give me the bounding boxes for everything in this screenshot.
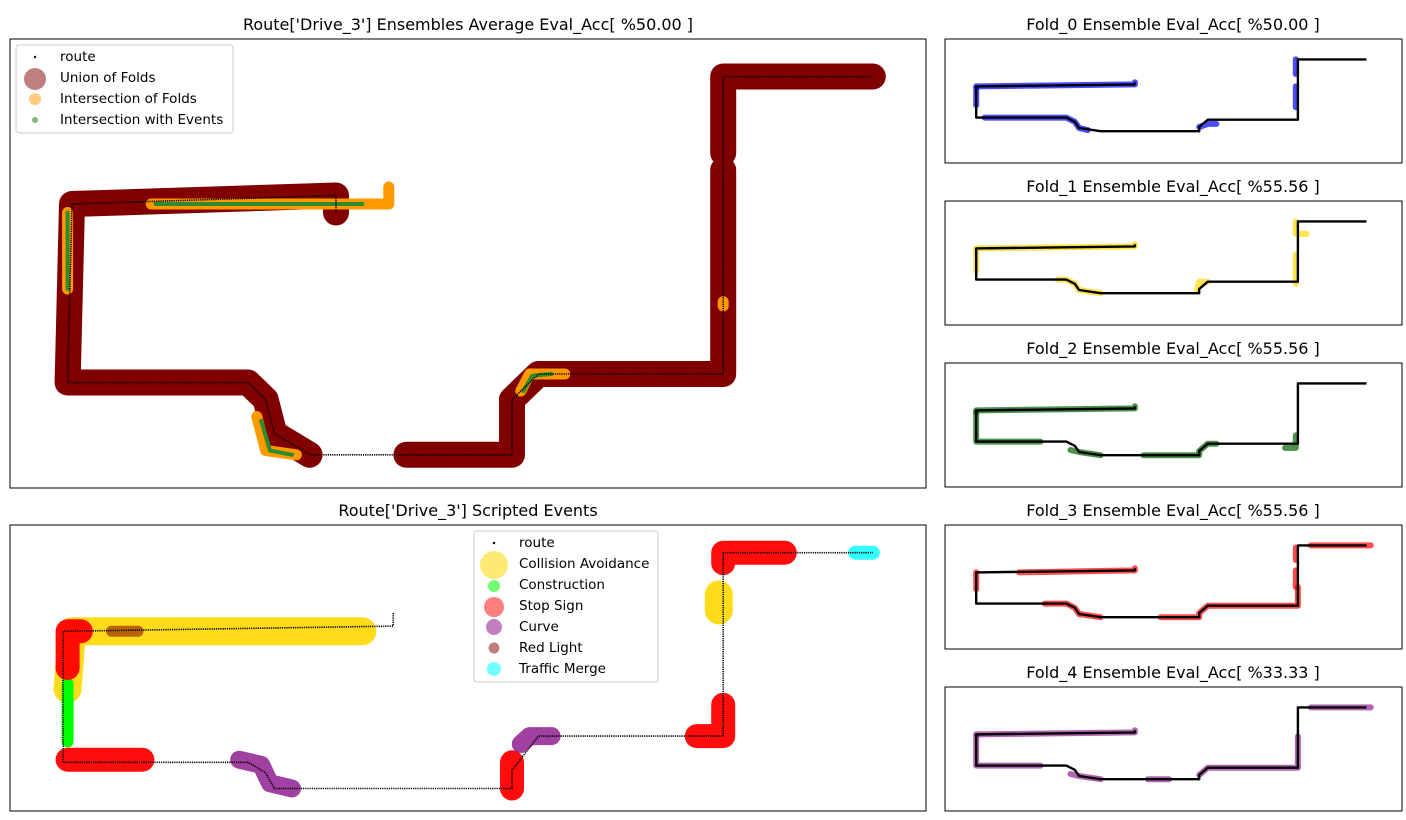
legend-marker-red-light xyxy=(488,642,500,654)
legend-label-red-light: Red Light xyxy=(519,640,583,656)
legend-marker-events xyxy=(32,117,38,123)
axes-frame xyxy=(944,362,1403,488)
chart-title: Fold_1 Ensemble Eval_Acc[ %55.56 ] xyxy=(1026,177,1320,197)
axes-frame xyxy=(9,38,927,489)
plot-area xyxy=(54,63,886,468)
legend-marker-route xyxy=(492,541,496,545)
legend-marker-curve xyxy=(486,619,502,635)
series-path xyxy=(521,372,554,393)
plot-area xyxy=(973,382,1367,459)
main-ensemble-panel: Route['Drive_3'] Ensembles Average Eval_… xyxy=(9,15,927,489)
series-path xyxy=(684,692,736,749)
fold-2-panel: Fold_2 Ensemble Eval_Acc[ %55.56 ] xyxy=(944,339,1403,488)
series-path xyxy=(973,409,1044,445)
legend-marker-construction xyxy=(488,580,500,592)
legend-marker-traffic-merge xyxy=(487,662,501,676)
plot-area xyxy=(973,704,1374,783)
route-line xyxy=(62,551,873,790)
route-line xyxy=(975,220,1367,295)
axes-frame xyxy=(944,524,1403,650)
series-path xyxy=(1292,218,1310,237)
chart-title: Route['Drive_3'] Scripted Events xyxy=(338,501,597,521)
plot-area xyxy=(973,218,1367,297)
legend-label-union: Union of Folds xyxy=(60,70,156,86)
legend-label-route: route xyxy=(60,49,96,65)
series-path xyxy=(511,727,561,753)
legend-label-collision: Collision Avoidance xyxy=(519,556,649,572)
series-path xyxy=(393,157,737,468)
axes-frame xyxy=(9,524,927,812)
series-path xyxy=(710,63,886,166)
series-path xyxy=(259,418,294,457)
series-path xyxy=(55,619,93,680)
axes-frame xyxy=(944,200,1403,326)
chart-title: Fold_4 Ensemble Eval_Acc[ %33.33 ] xyxy=(1026,663,1320,683)
legend: route Union of Folds Intersection of Fol… xyxy=(15,44,234,134)
legend: route Collision Avoidance Construction S… xyxy=(473,530,659,683)
series-path xyxy=(54,182,349,468)
scripted-events-panel: Route['Drive_3'] Scripted Events route C… xyxy=(9,501,927,812)
legend-marker-collision xyxy=(480,551,508,579)
axes-frame xyxy=(944,38,1403,164)
legend-label-traffic-merge: Traffic Merge xyxy=(518,661,606,677)
fold-1-panel: Fold_1 Ensemble Eval_Acc[ %55.56 ] xyxy=(944,177,1403,326)
legend-marker-stop-sign xyxy=(484,597,504,617)
legend-frame xyxy=(473,530,659,683)
fold-0-panel: Fold_0 Ensemble Eval_Acc[ %50.00 ] xyxy=(944,15,1403,164)
chart-title: Fold_3 Ensemble Eval_Acc[ %55.56 ] xyxy=(1026,501,1320,521)
route-line xyxy=(975,382,1367,457)
series-path xyxy=(711,540,797,576)
series-path xyxy=(1282,432,1299,451)
series-path xyxy=(1157,584,1301,621)
route-line xyxy=(975,58,1367,133)
series-path xyxy=(1194,278,1211,293)
legend-label-stop-sign: Stop Sign xyxy=(519,598,583,614)
chart-title: Fold_0 Ensemble Eval_Acc[ %50.00 ] xyxy=(1026,15,1320,35)
legend-marker-route xyxy=(33,55,37,59)
fold-4-panel: Fold_4 Ensemble Eval_Acc[ %33.33 ] xyxy=(944,663,1403,812)
fold-3-panel: Fold_3 Ensemble Eval_Acc[ %55.56 ] xyxy=(944,501,1403,650)
route-line xyxy=(975,544,1367,619)
legend-label-curve: Curve xyxy=(519,619,559,635)
route-line xyxy=(66,75,873,456)
legend-label-intersection: Intersection of Folds xyxy=(60,91,197,107)
series-path xyxy=(1196,733,1301,778)
plot-area xyxy=(53,540,880,801)
legend-label-route: route xyxy=(519,535,555,551)
legend-frame xyxy=(15,44,234,134)
legend-marker-intersection xyxy=(29,93,41,105)
plot-area xyxy=(973,542,1374,621)
legend-label-events: Intersection with Events xyxy=(60,112,223,128)
legend-label-construction: Construction xyxy=(519,577,605,593)
axes-frame xyxy=(944,686,1403,812)
chart-title: Fold_2 Ensemble Eval_Acc[ %55.56 ] xyxy=(1026,339,1320,359)
plot-area xyxy=(973,56,1367,134)
series-path xyxy=(53,617,377,703)
route-line xyxy=(975,706,1367,781)
series-path xyxy=(973,733,1044,769)
legend-marker-union xyxy=(24,68,46,90)
chart-title: Route['Drive_3'] Ensembles Average Eval_… xyxy=(243,15,693,35)
